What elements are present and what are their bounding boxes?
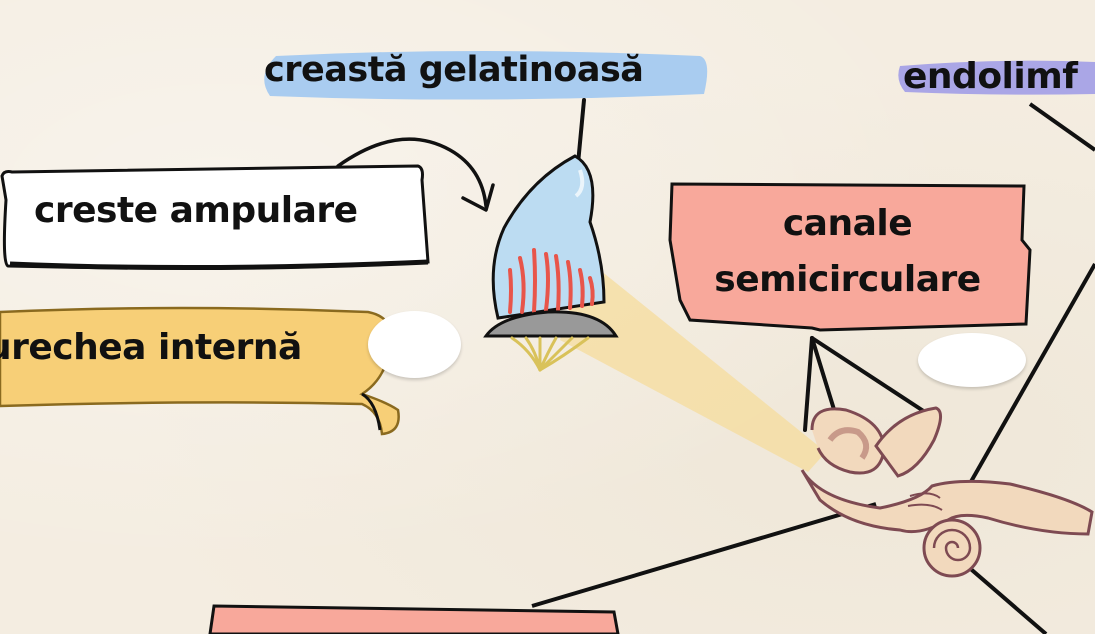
light-beam bbox=[560, 258, 826, 472]
violet-highlight bbox=[898, 60, 1095, 95]
label-canals-line2: semicirculare bbox=[714, 259, 981, 300]
pointer-line-cochlea bbox=[956, 556, 1048, 634]
blank-answer-oval-right[interactable] bbox=[918, 333, 1026, 387]
crest-cupula bbox=[483, 154, 619, 372]
label-endolymph: endolimf bbox=[903, 56, 1078, 97]
label-crest-gel: creastă gelatinoasă bbox=[264, 50, 644, 90]
blue-highlight bbox=[264, 51, 708, 100]
label-inner-ear: urechea internă bbox=[0, 327, 302, 368]
arrow-crests-to-cone bbox=[336, 137, 488, 208]
label-box-bottom bbox=[208, 604, 620, 634]
pointer-line-endo-1 bbox=[1028, 102, 1095, 152]
blank-answer-oval-left[interactable] bbox=[368, 311, 461, 378]
pointer-line-bottom bbox=[531, 502, 877, 608]
label-canals-line1: canale bbox=[782, 203, 913, 244]
label-crests: creste ampulare bbox=[34, 190, 358, 231]
pointer-line-endo-2 bbox=[946, 263, 1095, 523]
inner-ear-illustration bbox=[800, 406, 1094, 578]
label-box-canals bbox=[668, 182, 1032, 332]
label-canals: canale semicirculare bbox=[675, 196, 1020, 308]
scroll-banner bbox=[0, 306, 400, 436]
